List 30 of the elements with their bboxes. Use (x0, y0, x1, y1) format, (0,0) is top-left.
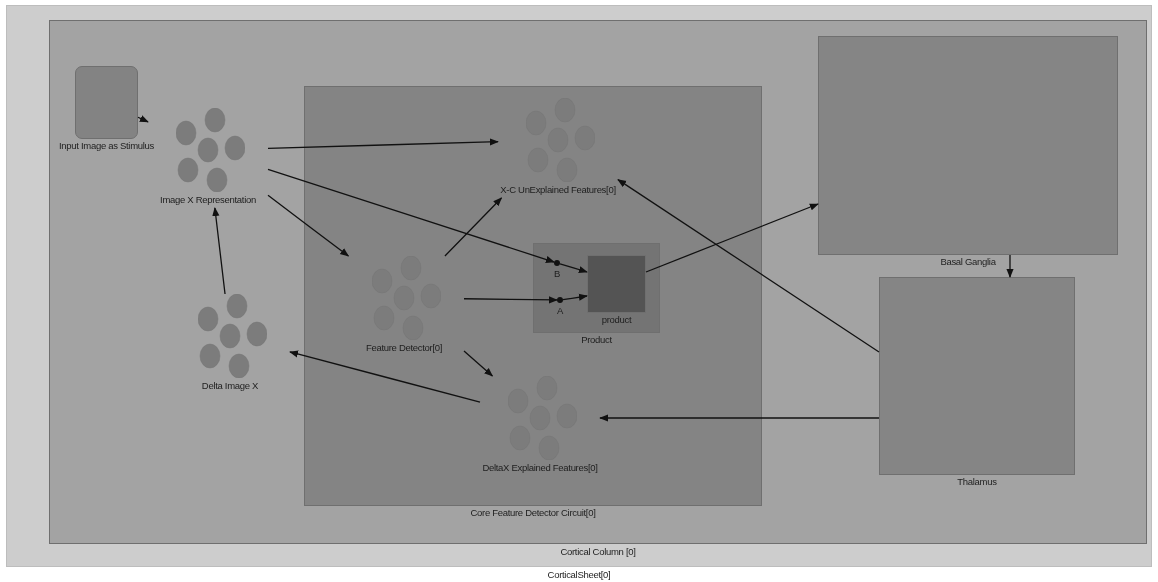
arrow (562, 293, 588, 301)
arrow (463, 296, 558, 304)
node-label: Feature Detector[0] (365, 342, 443, 353)
arrow (267, 168, 555, 263)
node-label: Cortical Column [0] (560, 546, 636, 557)
node-label: B (554, 268, 560, 279)
arrow (599, 414, 880, 422)
arrow (212, 207, 226, 295)
node-label: Product (581, 334, 612, 345)
arrow (267, 138, 499, 149)
arrow (289, 350, 481, 403)
node-label: A (557, 305, 563, 316)
node-label: DeltaX Explained Features[0] (482, 462, 598, 473)
node-label: Input Image as Stimulus (59, 140, 154, 151)
arrow (1006, 254, 1014, 278)
node-label: Thalamus (957, 476, 997, 487)
node-label: Core Feature Detector Circuit[0] (470, 507, 596, 518)
node-label: Image X Representation (160, 194, 256, 205)
node-label: X-C UnExplained Features[0] (500, 184, 616, 195)
arrow (137, 115, 149, 123)
node-label: Delta Image X (201, 380, 259, 391)
arrow (444, 197, 503, 257)
arrow (267, 194, 350, 257)
arrow (463, 350, 494, 377)
arrow (559, 263, 588, 274)
node-label: product (601, 314, 632, 325)
arrow (617, 179, 880, 353)
node-label: CorticalSheet[0] (547, 569, 611, 580)
node-label: Basal Ganglia (940, 256, 996, 267)
arrow (645, 203, 819, 273)
